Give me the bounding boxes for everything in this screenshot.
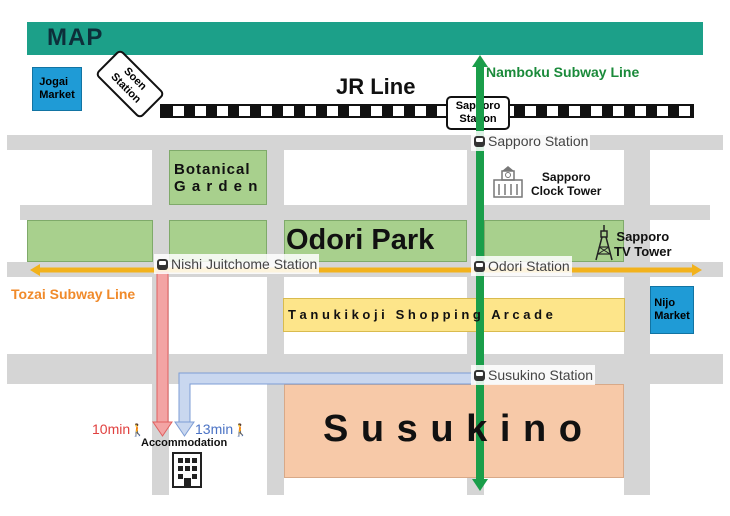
walking-person-icon: 🚶 <box>130 423 146 437</box>
tozai-line <box>30 264 702 276</box>
tanukikoji-label: T a n u k i k o j i S h o p p i n g A r … <box>288 307 553 322</box>
jr-line-track <box>160 104 694 118</box>
namboku-line-label: Namboku Subway Line <box>486 64 640 80</box>
nijo-market-box: Nijo Market <box>650 286 694 334</box>
tv-tower-icon <box>594 225 614 261</box>
jr-line-label: JR Line <box>336 74 416 99</box>
road-v2 <box>267 135 284 495</box>
road-h2 <box>20 205 710 220</box>
sapporo-station-chip[interactable]: Sapporo Station <box>471 131 591 151</box>
tv-tower-label: Sapporo TV Tower <box>614 229 672 259</box>
park-block-1 <box>27 220 153 262</box>
subway-icon <box>474 369 485 381</box>
jogai-market-box: Jogai Market <box>32 67 82 111</box>
clock-tower-icon <box>491 166 525 198</box>
red-route-time: 10min🚶 <box>92 421 145 437</box>
subway-icon <box>157 258 168 270</box>
botanical-garden-label: Botanical G a r d e n <box>174 161 259 195</box>
red-route-arrowhead <box>152 421 173 437</box>
red-route-time-text: 10min <box>92 421 131 437</box>
tanukikoji-arcade <box>283 298 625 332</box>
susukino-station-chip[interactable]: Susukino Station <box>471 365 596 385</box>
red-route-shaft <box>156 271 169 425</box>
walking-person-icon: 🚶 <box>233 423 249 437</box>
subway-icon <box>474 135 485 147</box>
nijo-market-label: Nijo Market <box>654 297 690 322</box>
blue-route-time: 13min🚶 <box>195 421 248 437</box>
clock-tower-label: Sapporo Clock Tower <box>531 170 602 198</box>
tozai-line-label: Tozai Subway Line <box>11 286 136 302</box>
jogai-market-label: Jogai Market <box>39 76 75 101</box>
nishi-juitchome-station-label: Nishi Juitchome Station <box>171 256 318 272</box>
road-v4 <box>624 135 650 495</box>
building-icon <box>171 452 203 488</box>
susukino-label: S u s u k i n o <box>323 408 583 450</box>
subway-icon <box>474 260 485 272</box>
odori-park-label: Odori Park <box>286 224 435 256</box>
botanical-garden-block <box>169 150 267 205</box>
accommodation-label: Accommodation <box>141 437 228 449</box>
susukino-area <box>284 384 624 478</box>
sapporo-station-label: Sapporo Station <box>488 133 589 149</box>
map-title: MAP <box>47 24 104 51</box>
susukino-station-label: Susukino Station <box>488 367 594 383</box>
blue-route-path <box>178 372 474 425</box>
blue-route-arrowhead <box>174 421 195 437</box>
odori-station-label: Odori Station <box>488 258 570 274</box>
blue-route-time-text: 13min <box>195 421 234 437</box>
nishi-juitchome-station-chip[interactable]: Nishi Juitchome Station <box>154 254 320 274</box>
map-header-bar <box>27 22 703 55</box>
odori-station-chip[interactable]: Odori Station <box>471 256 572 276</box>
